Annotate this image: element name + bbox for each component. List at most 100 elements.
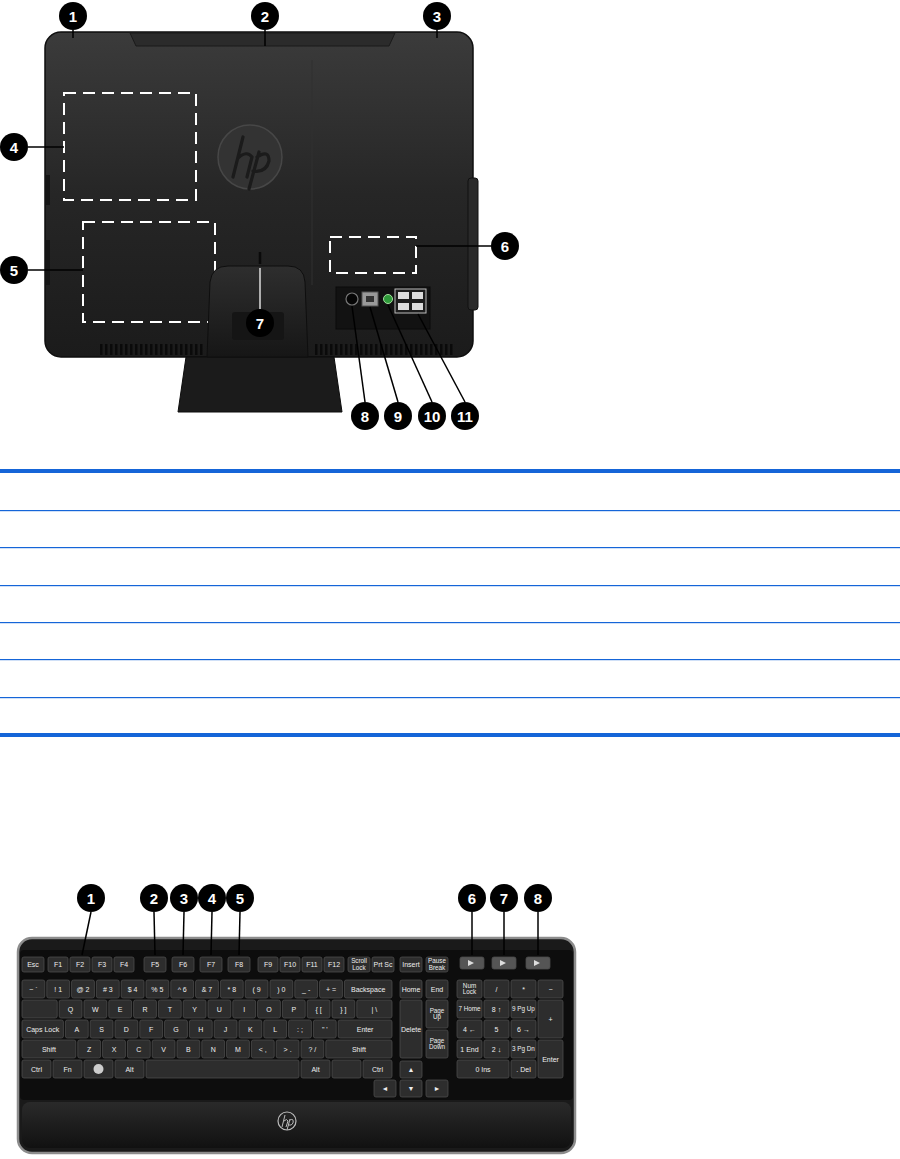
key-label-box: Y [183,1000,206,1018]
key-cap [289,1020,312,1038]
key-cap [84,1000,107,1018]
key-label: O [266,1006,271,1013]
key-cap [457,980,482,998]
key-label-box: " ' [313,1020,336,1038]
key-cap [332,1060,361,1078]
leader-line [537,912,539,955]
key-cap [332,1000,355,1018]
key-label-box: Alt [115,1060,144,1078]
table-rule [0,622,900,623]
key-cap [189,1020,212,1038]
key-label-box: Page Down [426,1030,448,1058]
key-cap [426,980,448,998]
key-label: Prt Sc [373,961,392,968]
key-label: P [291,1006,296,1013]
key-cap [22,1040,76,1058]
table-rule [0,547,900,548]
callout-number: 2 [150,891,158,906]
vent [315,344,455,355]
table-rules [0,469,900,737]
key-cap [302,957,322,972]
key-cap [22,957,44,972]
key-label-box: K [239,1020,262,1038]
callout-box: 6 [491,232,519,260]
key-label-box: ^ 6 [171,980,194,998]
key-cap [220,980,243,998]
media-icon [468,960,474,966]
callout-number: 8 [361,409,369,424]
key-label: Home [402,986,421,993]
key-cap [320,980,343,998]
key-label: + [548,1016,552,1023]
key-label-box: Prt Sc [372,957,394,972]
side-slot [46,175,50,205]
key-label-box: } ] [332,1000,355,1018]
callout-box: 3 [170,884,198,912]
key-label: 4 ← [463,1026,476,1033]
callout-box: 1 [59,2,87,30]
key-cap [22,1000,57,1018]
callout-circle [170,884,198,912]
key-cap [295,980,318,998]
key-label-box: Backspace [344,980,392,998]
key-cap [65,1020,88,1038]
key-label-box: Shift [326,1040,392,1058]
key-label: $ 4 [128,986,138,993]
key-label-box: ▼ [400,1080,422,1097]
key-label-box: Caps Lock [22,1020,63,1038]
monitor-housing [45,32,473,357]
callout-box: 5 [226,884,254,912]
key-label: % 5 [151,986,163,993]
key-label: ~ ` [29,986,37,993]
callout-circle [351,402,379,430]
key-label: F [149,1026,153,1033]
callout-circle [226,884,254,912]
key-cap [426,1000,448,1028]
dashed-region [64,93,196,200]
key-label: ▼ [408,1085,415,1092]
key-label-box: Num Lock [457,980,482,998]
key-label: Ctrl [31,1066,42,1073]
leader-line [370,307,398,402]
key-cap [165,1020,188,1038]
usb-block [395,289,426,313]
key-cap [202,1040,225,1058]
callout-box: 11 [451,402,479,430]
key-cap [109,1000,132,1018]
key-label-box: V [152,1040,175,1058]
key-label: Fn [63,1066,71,1073]
key-label-box: Insert [400,957,422,972]
key-label-box: Z [78,1040,101,1058]
key-label: * [522,986,525,993]
key-cap [22,980,45,998]
key-cap [457,1040,482,1058]
table-rule [0,697,900,698]
key-cap [127,1040,150,1058]
callout-box: 2 [251,2,279,30]
key-cap [301,1040,324,1058]
key-label: + = [326,986,336,993]
key-label: R [142,1006,147,1013]
key-label-box: Ctrl [22,1060,51,1078]
callout-box: 7 [490,884,518,912]
key-label-box: * 8 [220,980,243,998]
key-cap [172,957,194,972]
dashed-region [330,237,416,273]
key-cap [511,1060,536,1078]
key-cap [400,1080,422,1097]
key-bed [20,950,573,1100]
callout-number: 9 [394,409,402,424]
key-label: F5 [151,961,159,968]
key-label-box: X [103,1040,126,1058]
key-label-box: − [538,980,563,998]
key-label: & 7 [202,986,213,993]
callout-number: 3 [180,891,188,906]
key-label-box: A [65,1020,88,1038]
key-label: Shift [352,1046,366,1053]
key-cap [22,1060,51,1078]
key-label-box: Q [59,1000,82,1018]
key-label: F8 [235,961,243,968]
key-cap [115,1060,144,1078]
key-cap [239,1020,262,1038]
side-slot [46,240,50,285]
